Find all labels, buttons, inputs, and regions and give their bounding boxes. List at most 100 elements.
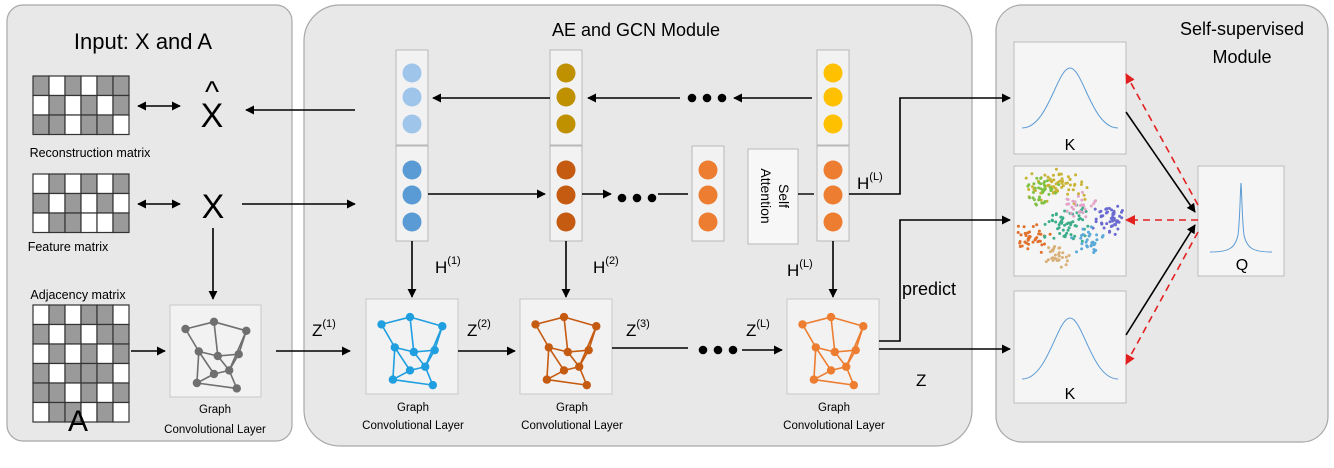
ae-node: [823, 87, 843, 107]
ae-node: [823, 185, 843, 205]
red-arrow-q-to-k-top: [1125, 73, 1199, 206]
scatter-point: [1060, 177, 1064, 181]
scatter-point: [1078, 204, 1082, 207]
self-attention-box: [747, 148, 799, 245]
scatter-point: [1028, 230, 1031, 234]
self-panel-title-line2: Module: [1212, 47, 1271, 67]
scatter-point: [1051, 213, 1055, 217]
scatter-point: [1098, 210, 1102, 214]
ae-node: [402, 114, 422, 134]
graph-node: [377, 320, 386, 329]
matrix-cell: [112, 114, 130, 136]
scatter-point: [1089, 204, 1093, 208]
scatter-point: [1027, 188, 1031, 191]
graph-node: [438, 322, 447, 331]
ae-node: [823, 63, 843, 83]
matrix-cell: [32, 362, 50, 384]
scatter-point: [1113, 222, 1117, 226]
scatter-point: [1110, 208, 1113, 212]
ae-node: [402, 160, 422, 180]
scatter-point: [1026, 237, 1030, 240]
scatter-point: [1016, 224, 1020, 228]
graph-node: [388, 375, 398, 384]
scatter-point: [1081, 227, 1085, 231]
graph-edge: [185, 321, 215, 330]
graph-edge: [535, 316, 565, 326]
scatter-point: [1043, 222, 1047, 226]
scatter-point: [1047, 192, 1051, 196]
scatter-point: [1023, 231, 1027, 235]
graph-node: [811, 343, 820, 352]
matrix-cell: [32, 323, 50, 345]
scatter-point: [1027, 242, 1031, 246]
reconstruction-matrix-label: Reconstruction matrix: [30, 146, 152, 160]
scatter-point: [1067, 254, 1071, 257]
q-label: Q: [1236, 257, 1248, 274]
graph-node: [851, 345, 860, 355]
scatter-point: [1056, 227, 1060, 231]
graph-node: [582, 380, 591, 390]
scatter-point: [1050, 256, 1054, 260]
graph-node: [531, 320, 540, 329]
reconstruction-matrix: [32, 75, 130, 136]
scatter-point: [1081, 218, 1085, 222]
scatter-point: [1090, 241, 1094, 245]
graph-node: [192, 378, 202, 388]
scatter-point: [1077, 214, 1081, 218]
matrix-cell: [64, 114, 82, 136]
matrix-cell: [64, 362, 82, 384]
graph-input: [181, 317, 251, 393]
graph-edge: [196, 351, 200, 384]
scatter-point: [1037, 232, 1041, 236]
scatter-point: [1046, 175, 1050, 179]
ae-node: [698, 185, 718, 205]
graph-edge: [813, 347, 817, 380]
graph-node: [592, 322, 601, 331]
ae-node: [402, 63, 422, 83]
ae-node: [698, 212, 718, 232]
scatter-point: [1095, 238, 1099, 242]
scatter-point: [1069, 223, 1073, 227]
graph-edge: [409, 316, 415, 353]
scatter-point: [1067, 202, 1071, 206]
scatter-point: [1031, 185, 1034, 189]
predict-label: predict: [902, 279, 956, 299]
graph-edge: [213, 321, 219, 357]
matrix-cell: [64, 94, 82, 116]
graph-node: [809, 375, 819, 384]
matrix-cell: [96, 343, 114, 365]
scatter-point: [1054, 167, 1058, 171]
scatter-point: [1068, 183, 1072, 187]
scatter-point: [1085, 238, 1089, 242]
gcn-L-label-line2: Convolutional Layer: [783, 420, 885, 432]
ae-node: [823, 114, 843, 134]
graph-node: [225, 366, 234, 375]
scatter-point: [1067, 188, 1071, 192]
matrix-cell: [48, 362, 66, 384]
feature-matrix: [32, 173, 130, 234]
matrix-cell: [80, 343, 98, 365]
graph-node: [390, 343, 399, 352]
scatter-point: [1083, 207, 1087, 211]
scatter-point: [1066, 192, 1070, 196]
scatter-point: [1092, 248, 1096, 251]
matrix-cell: [80, 94, 98, 116]
matrix-cell: [64, 75, 82, 97]
arrow-k-top-to-q: [1125, 111, 1196, 213]
scatter-point: [1085, 245, 1089, 249]
graph-edge: [381, 316, 411, 326]
scatter-point: [1080, 242, 1084, 246]
matrix-cell: [32, 304, 50, 326]
scatter-point: [1016, 231, 1020, 234]
scatter-point: [1024, 176, 1028, 180]
scatter-point: [1022, 225, 1026, 229]
scatter-point: [1094, 199, 1098, 203]
x-hat-hat: ^: [205, 76, 219, 109]
matrix-cell: [80, 212, 98, 234]
scatter-point: [1054, 220, 1058, 224]
matrix-cell: [112, 173, 130, 195]
scatter-point: [1038, 239, 1042, 243]
scatter-point: [1101, 234, 1105, 238]
matrix-cell: [32, 212, 50, 234]
scatter-point: [1107, 206, 1111, 210]
